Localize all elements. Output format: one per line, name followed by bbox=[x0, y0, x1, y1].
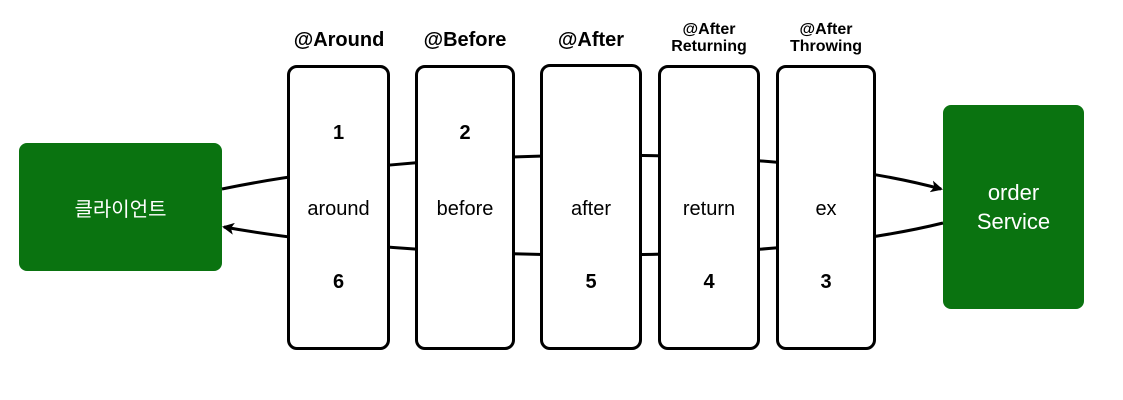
advice-value-after: after bbox=[570, 198, 612, 220]
step-number-4: 4 bbox=[703, 271, 715, 293]
advice-value-around: around bbox=[307, 198, 370, 220]
advice-box-after bbox=[540, 64, 642, 350]
advice-value-return: return bbox=[682, 198, 736, 220]
column-header-around: @Around bbox=[293, 29, 385, 51]
column-header-after-throwing: @After Throwing bbox=[790, 21, 862, 55]
step-number-1: 1 bbox=[332, 122, 345, 144]
column-header-after: @After bbox=[557, 29, 625, 51]
client-box: 클라이언트 bbox=[19, 143, 222, 271]
advice-box-after-throwing bbox=[776, 65, 876, 350]
advice-value-before: before bbox=[436, 198, 494, 220]
advice-value-ex: ex bbox=[815, 198, 837, 220]
advice-box-before bbox=[415, 65, 515, 350]
step-number-2: 2 bbox=[459, 122, 471, 144]
order-service-box: order Service bbox=[943, 105, 1084, 309]
service-label-line1: order bbox=[987, 180, 1040, 205]
step-number-3: 3 bbox=[820, 271, 832, 293]
client-label: 클라이언트 bbox=[74, 198, 167, 221]
advice-box-after-returning bbox=[658, 65, 760, 350]
step-number-5: 5 bbox=[585, 271, 597, 293]
service-label-line2: Service bbox=[976, 209, 1051, 234]
step-number-6: 6 bbox=[332, 271, 345, 293]
column-header-before: @Before bbox=[423, 29, 507, 51]
advice-box-around bbox=[287, 65, 390, 350]
column-header-after-returning: @After Returning bbox=[671, 21, 747, 55]
